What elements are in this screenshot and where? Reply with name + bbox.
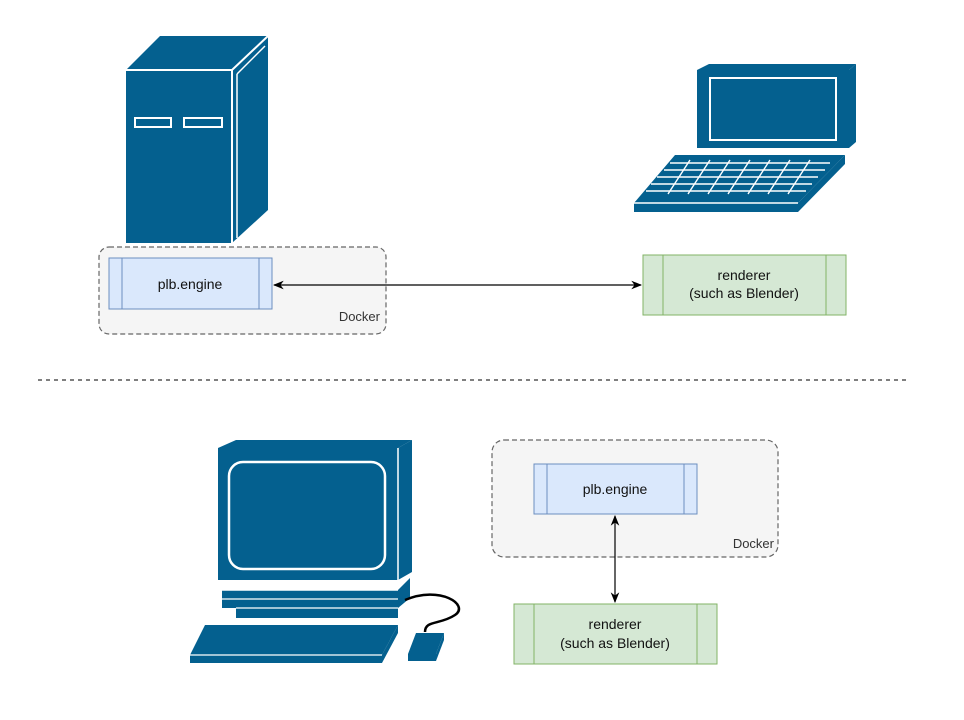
engine-node-bottom[interactable]: plb.engine	[533, 463, 698, 515]
docker-label: Docker	[339, 309, 381, 324]
laptop-icon	[634, 64, 856, 212]
engine-node-top[interactable]: plb.engine	[108, 257, 273, 310]
renderer-label-line1: renderer	[589, 616, 642, 632]
renderer-label-line2: (such as Blender)	[560, 635, 670, 651]
renderer-node-top[interactable]: renderer (such as Blender)	[642, 254, 847, 316]
renderer-node-bottom[interactable]: renderer (such as Blender)	[513, 603, 718, 665]
renderer-label-line2: (such as Blender)	[689, 285, 799, 301]
server-tower-icon	[126, 35, 269, 243]
engine-label: plb.engine	[583, 481, 648, 497]
renderer-label-line1: renderer	[718, 267, 771, 283]
engine-label: plb.engine	[158, 276, 223, 292]
desktop-computer-icon	[190, 440, 461, 663]
docker-label: Docker	[733, 536, 775, 551]
